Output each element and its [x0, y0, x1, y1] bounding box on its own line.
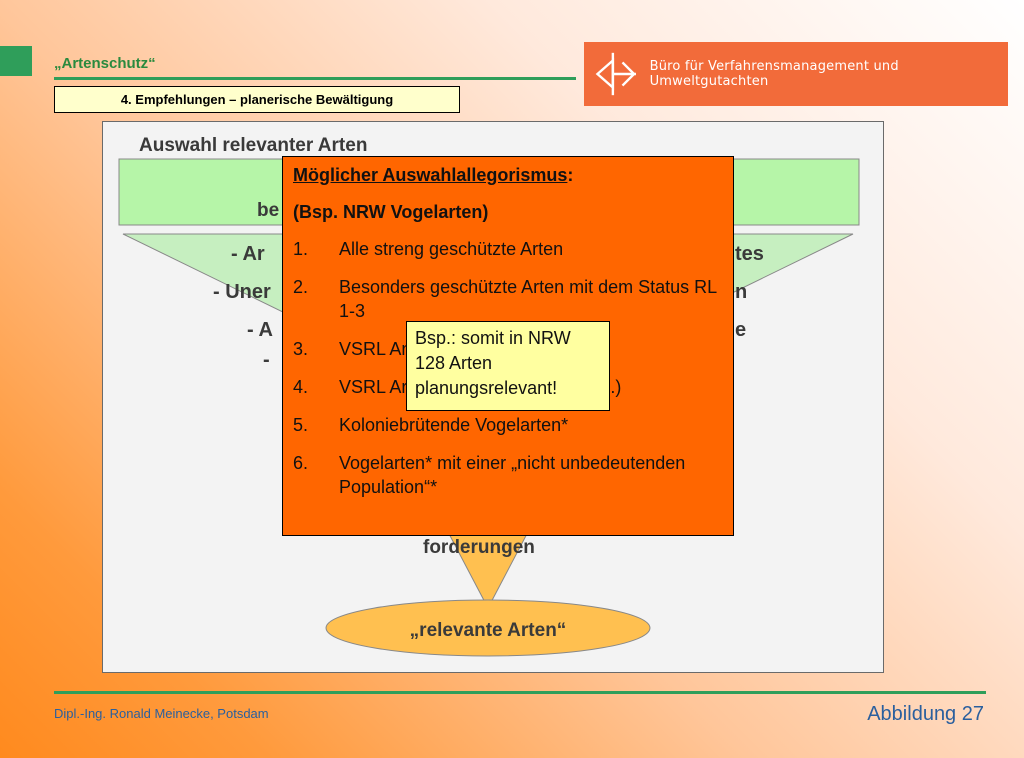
criteria-subtitle: (Bsp. NRW Vogelarten) — [293, 202, 489, 222]
subtitle-box: 4. Empfehlungen – planerische Bewältigun… — [54, 86, 460, 113]
funnel-row-left: - — [263, 349, 270, 371]
funnel-row-left: - Ar — [231, 243, 265, 265]
criteria-title: Möglicher Auswahlallegorismus: — [293, 165, 574, 185]
result-label: „relevante Arten“ — [410, 620, 567, 641]
list-item: 1.Alle streng geschützte Arten — [293, 239, 564, 259]
footer-author: Dipl.-Ing. Ronald Meinecke, Potsdam — [54, 706, 269, 721]
section-title: „Artenschutz“ — [54, 55, 156, 72]
list-item: 6.Vogelarten* mit einer „nicht unbedeute… — [293, 453, 686, 497]
logo-text: Büro für Verfahrensmanagement und Umwelt… — [649, 59, 899, 89]
logo-icon — [595, 52, 636, 96]
footer-divider — [54, 691, 986, 694]
top-box-text: be — [257, 200, 279, 221]
figure-label: Abbildung 27 — [867, 703, 984, 725]
accent-square — [0, 46, 32, 76]
funnel-row-left: - Uner — [213, 281, 271, 303]
funnel-row-right: e — [735, 319, 746, 341]
note-box: Bsp.: somit in NRW 128 Arten planungsrel… — [406, 321, 610, 411]
diagram-title: Auswahl relevanter Arten — [139, 135, 367, 156]
funnel-row-right: tes — [735, 243, 764, 265]
funnel-bottom-text: forderungen — [423, 537, 535, 558]
funnel-row-right: n — [735, 281, 747, 303]
list-item: 5.Koloniebrütende Vogelarten* — [293, 415, 569, 435]
funnel-row-left: - A — [247, 319, 273, 341]
list-item: 2.Besonders geschützte Arten mit dem Sta… — [293, 277, 717, 321]
logo-banner: Büro für Verfahrensmanagement und Umwelt… — [584, 42, 1008, 106]
result-ellipse — [325, 599, 651, 657]
title-divider — [54, 77, 576, 80]
